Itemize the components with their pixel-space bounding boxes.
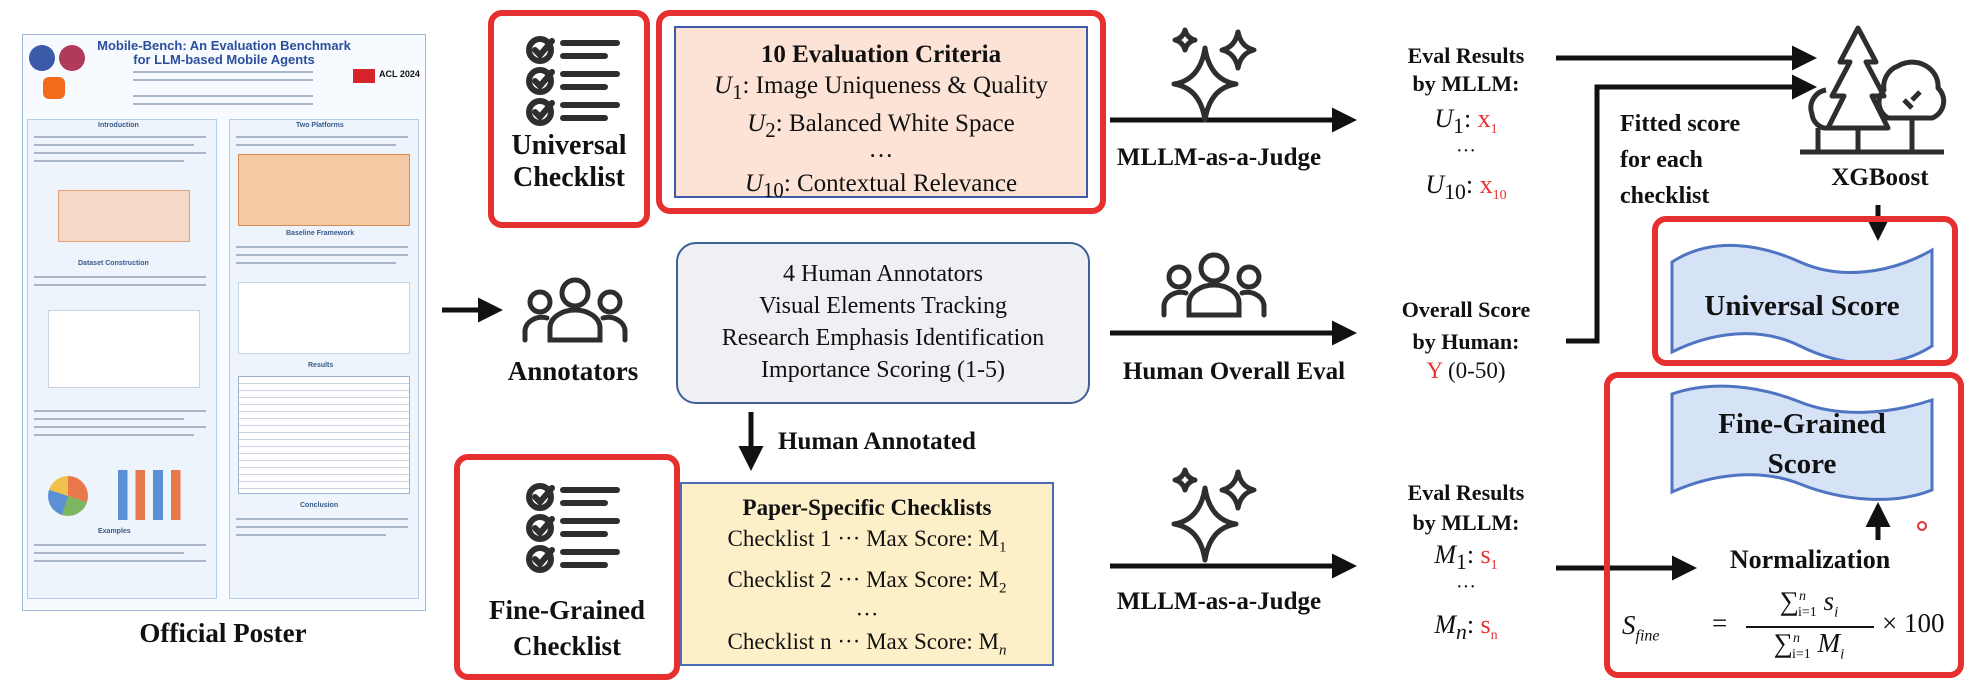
poster-screenshots bbox=[238, 154, 410, 226]
eval-result-mn: Mn: sn bbox=[1434, 610, 1498, 645]
criteria-title: 10 Evaluation Criteria bbox=[760, 41, 1002, 68]
poster-venue: ACL 2024 bbox=[379, 69, 420, 79]
paper-box-title: Paper-Specific Checklists bbox=[742, 495, 992, 520]
university-logo-1 bbox=[29, 45, 55, 71]
fraction-bar bbox=[1746, 626, 1874, 628]
universal-score-label: Universal Score bbox=[1704, 290, 1900, 322]
poster-framework-figure bbox=[238, 282, 410, 354]
criteria-ellipsis: ··· bbox=[868, 143, 894, 170]
xgboost-trees-icon bbox=[1800, 25, 1947, 155]
fine-score-shape bbox=[1670, 384, 1934, 501]
universal-checklist-label: Universal Checklist bbox=[511, 130, 627, 193]
poster-pie-chart bbox=[48, 476, 88, 516]
sparkle-icon-top bbox=[1171, 27, 1257, 123]
criteria-box: 10 Evaluation Criteria U1: Image Uniquen… bbox=[674, 26, 1088, 202]
normalization-formula: Sfine = ∑ni=1 si ∑ni=1 Mi × 100 bbox=[1622, 586, 1945, 663]
fine-checklist-frame bbox=[454, 454, 680, 680]
eval-results-bottom-heading: Eval Results by MLLM: bbox=[1407, 480, 1525, 535]
fine-score-frame bbox=[1604, 372, 1964, 678]
universal-checklist-frame bbox=[488, 10, 650, 228]
human-annotated-label: Human Annotated bbox=[778, 428, 976, 455]
eval-result-m1: M1: s1 bbox=[1434, 540, 1498, 575]
poster-right-column: Two Platforms Baseline Framework Results… bbox=[229, 119, 419, 599]
overall-score-value: Y (0-50) bbox=[1426, 358, 1506, 383]
fine-score-label: Fine-Grained Score bbox=[1718, 408, 1886, 480]
poster-left-column: Introduction Dataset Construction Exampl… bbox=[27, 119, 217, 599]
criterion-u10: U10: Contextual Relevance bbox=[744, 170, 1018, 202]
acl-logo bbox=[353, 69, 375, 83]
eval-top-ellipsis: ··· bbox=[1456, 140, 1476, 162]
eval-result-u10: U10: x10 bbox=[1425, 170, 1507, 205]
red-dot-mark bbox=[1917, 521, 1927, 531]
poster-results-table bbox=[238, 376, 410, 494]
universal-score-shape bbox=[1670, 243, 1934, 365]
eval-bottom-ellipsis: ··· bbox=[1456, 576, 1476, 598]
fine-checklist-label: Fine-Grained Checklist bbox=[489, 595, 645, 661]
checklist-icon-bottom bbox=[526, 483, 620, 573]
arrow-overall-to-xgboost bbox=[1566, 74, 1817, 344]
poster-figure-1 bbox=[58, 190, 190, 242]
fitted-score-label: Fitted score for each checklist bbox=[1620, 111, 1741, 209]
eval-results-top-heading: Eval Results by MLLM: bbox=[1407, 43, 1525, 96]
checklist-1: Checklist 1 ··· Max Score: M1 bbox=[727, 526, 1007, 556]
checklist-icon-top bbox=[526, 36, 620, 126]
annotators-label: Annotators bbox=[507, 356, 639, 386]
formula-denominator: ∑ni=1 Mi bbox=[1773, 628, 1845, 663]
flow-arrows bbox=[442, 45, 1891, 581]
eval-result-u1: U1: x1 bbox=[1434, 104, 1498, 139]
checklist-2: Checklist 2 ··· Max Score: M2 bbox=[727, 566, 1007, 597]
formula-numerator: ∑ni=1 si bbox=[1779, 586, 1839, 621]
universal-score-frame bbox=[1652, 216, 1958, 366]
poster-title: Mobile-Bench: An Evaluation Benchmark fo… bbox=[97, 38, 351, 67]
judge-label-bottom: MLLM-as-a-Judge bbox=[1116, 588, 1322, 615]
judge-label-top: MLLM-as-a-Judge bbox=[1116, 144, 1322, 171]
normalization-label: Normalization bbox=[1729, 545, 1891, 574]
criterion-u2: U2: Balanced White Space bbox=[747, 110, 1015, 142]
annotators-icon bbox=[522, 277, 628, 343]
paper-specific-box: Paper-Specific Checklists Checklist 1 ··… bbox=[680, 482, 1054, 666]
poster-figure-2 bbox=[48, 310, 200, 388]
sparkle-icon-bottom bbox=[1171, 467, 1257, 563]
criteria-red-frame bbox=[656, 10, 1106, 214]
overall-score-heading: Overall Score by Human: bbox=[1401, 297, 1531, 354]
paper-box-ellipsis: ··· bbox=[855, 602, 879, 628]
criterion-u1: U1: Image Uniqueness & Quality bbox=[714, 72, 1048, 104]
poster-caption: Official Poster bbox=[139, 618, 307, 648]
official-poster: Mobile-Bench: An Evaluation Benchmark fo… bbox=[22, 34, 426, 611]
xgboost-label: XGBoost bbox=[1831, 164, 1929, 191]
university-logo-2 bbox=[59, 45, 85, 71]
human-overall-label: Human Overall Eval bbox=[1122, 358, 1346, 385]
human-annotator-box: 4 Human Annotators Visual Elements Track… bbox=[676, 242, 1090, 404]
poster-bar-chart bbox=[118, 470, 198, 520]
xiaomi-logo bbox=[43, 77, 65, 99]
checklist-n: Checklist n ··· Max Score: Mn bbox=[727, 629, 1007, 659]
human-eval-icon bbox=[1161, 252, 1267, 318]
